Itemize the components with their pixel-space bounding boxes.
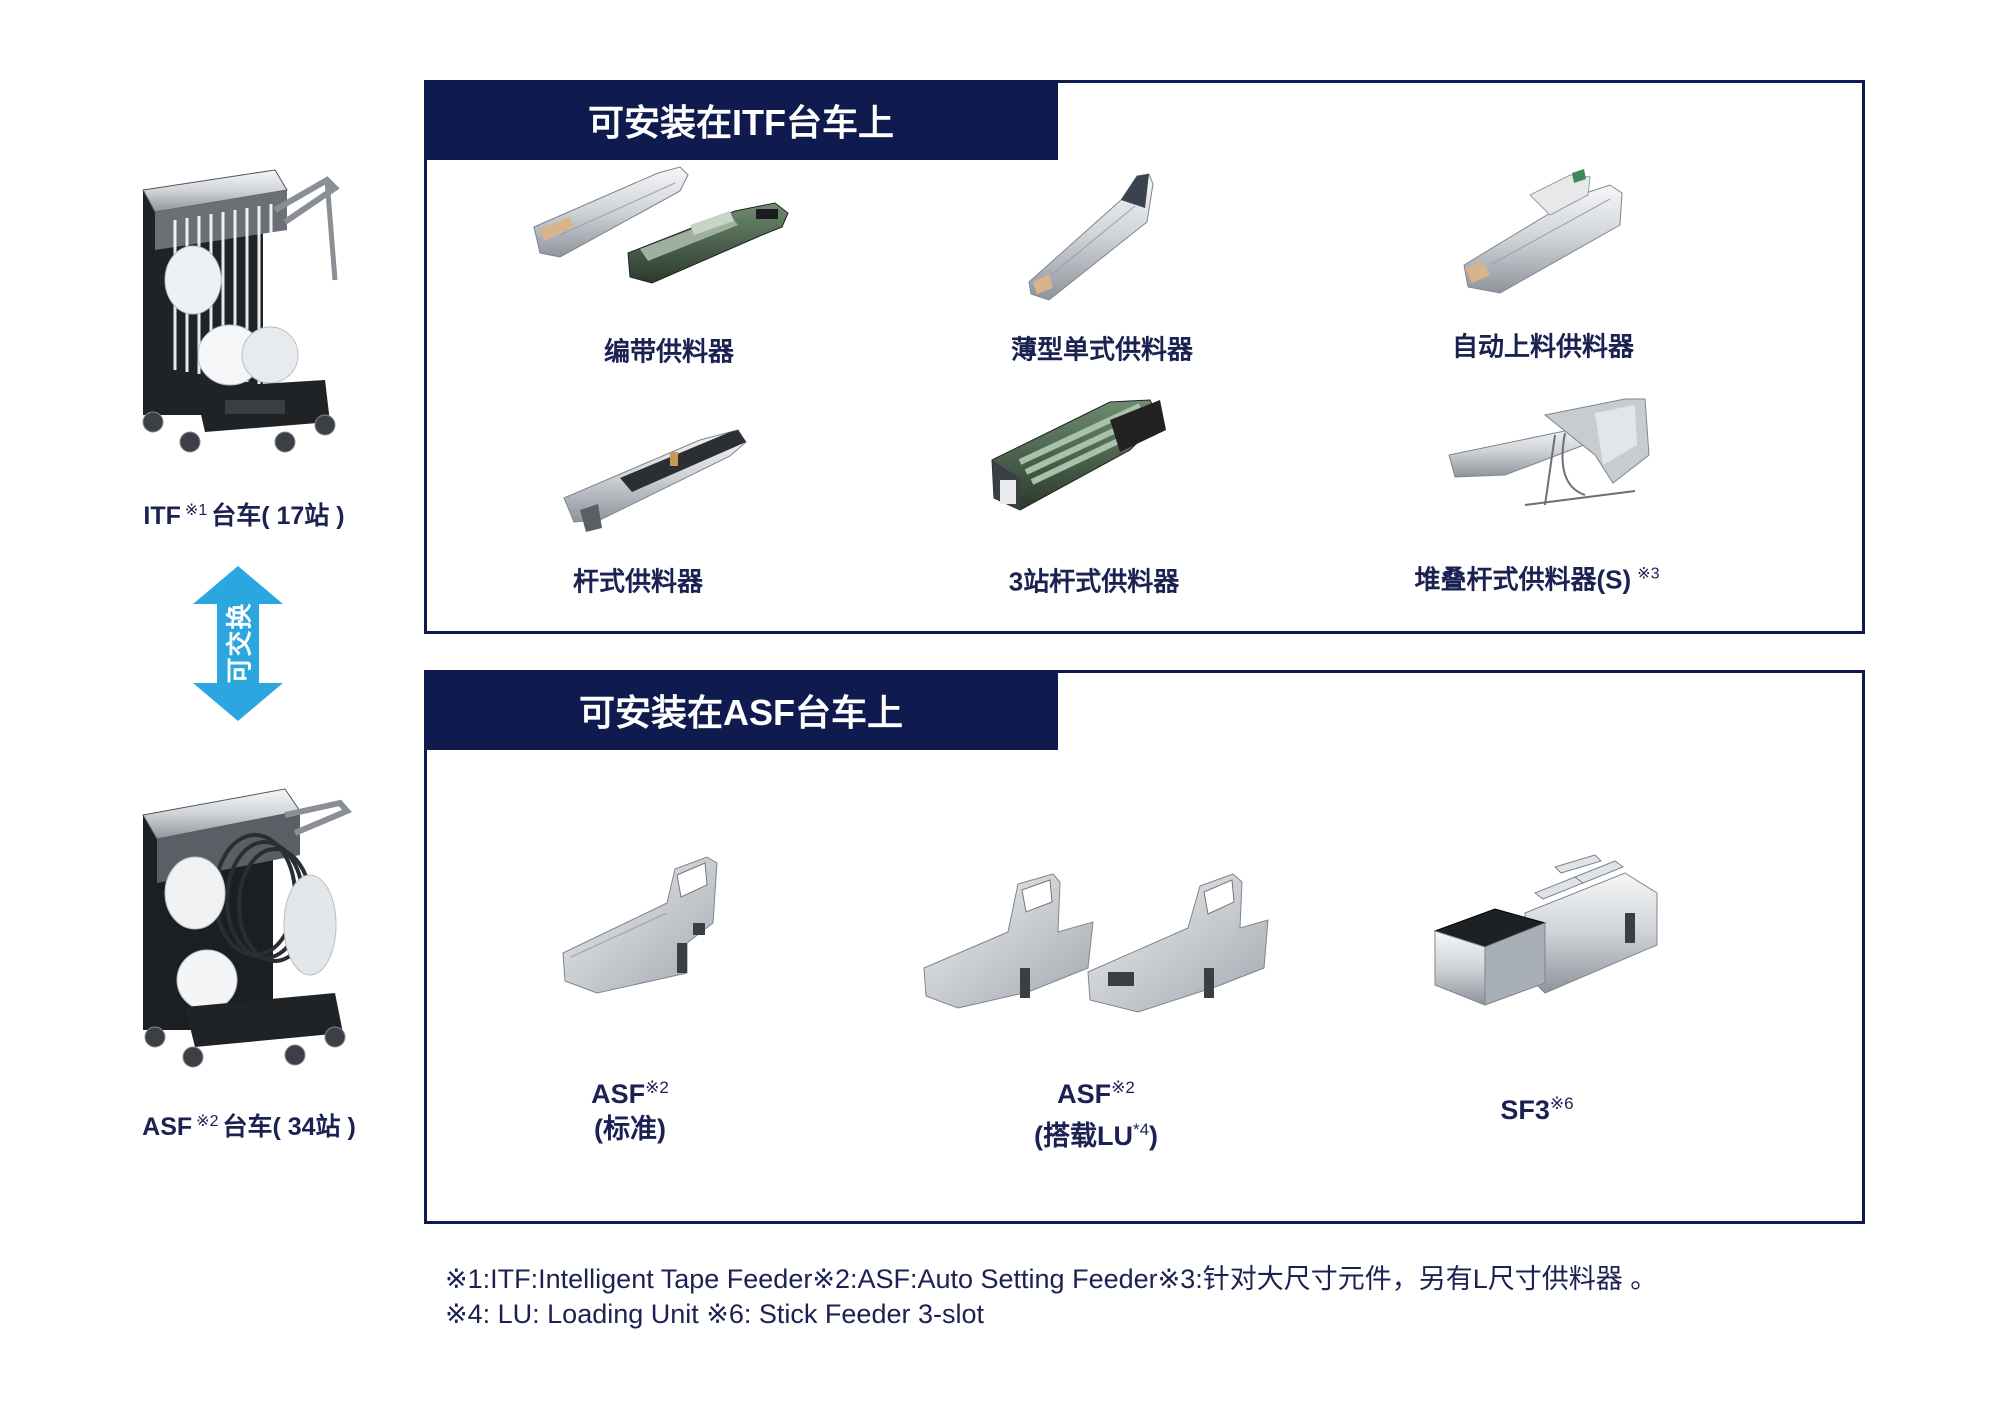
footnote-line-2: ※4: LU: Loading Unit ※6: Stick Feeder 3-… bbox=[445, 1299, 984, 1329]
stacked-stick-feeder-text: 堆叠杆式供料器(S) bbox=[1414, 564, 1632, 595]
dark-feeder bbox=[627, 202, 789, 284]
feeder-right bbox=[1087, 873, 1269, 1013]
thin-single-feeder-text: 薄型单式供料器 bbox=[1010, 334, 1194, 365]
bottom-bin bbox=[195, 380, 330, 432]
itf-cart-suffix: 台车( 17站 ) bbox=[211, 502, 345, 530]
asf-standard-sub: (标准) bbox=[594, 1114, 666, 1144]
auto-load-feeder-text: 自动上料供料器 bbox=[1451, 331, 1635, 362]
asf-lu-feeder-image bbox=[923, 873, 1269, 1013]
thin-single-feeder-image bbox=[1028, 173, 1154, 301]
sf3-feeder-image bbox=[1433, 854, 1658, 1006]
sf3-title: SF3※6 bbox=[1500, 1086, 1573, 1128]
sf3-name: SF3 bbox=[1500, 1095, 1550, 1125]
auto-load-feeder-label: 自动上料供料器 bbox=[1452, 327, 1634, 364]
footnotes: ※1:ITF:Intelligent Tape Feeder※2:ASF:Aut… bbox=[445, 1262, 1657, 1332]
wheels bbox=[144, 1026, 346, 1068]
stacked-stick-feeder-note: ※3 bbox=[1637, 565, 1660, 583]
asf-standard-label: ASF※2 (标准) bbox=[591, 1070, 669, 1147]
stacked-stick-feeder-image bbox=[1448, 398, 1650, 506]
wheels bbox=[142, 411, 336, 453]
cart-frame bbox=[142, 169, 340, 415]
asf-lu-sub-suffix: ) bbox=[1149, 1121, 1159, 1151]
sf3-note: ※6 bbox=[1549, 1094, 1574, 1113]
asf-cart-suffix: 台车( 34站 ) bbox=[222, 1113, 356, 1141]
auto-load-feeder-image bbox=[1463, 169, 1623, 294]
asf-lu-note: ※2 bbox=[1111, 1078, 1135, 1097]
sf3-label: SF3※6 bbox=[1500, 1086, 1573, 1128]
swap-label: 可交换 bbox=[224, 602, 255, 684]
double-arrow-vertical-icon bbox=[193, 566, 283, 721]
itf-section-title: 可安装在ITF台车上 bbox=[424, 80, 1058, 160]
asf-lu-label: ASF※2 (搭载LU*4) bbox=[1034, 1070, 1158, 1154]
bottom-bin bbox=[185, 993, 343, 1047]
silver-feeder bbox=[533, 166, 689, 258]
asf-lu-name: ASF bbox=[1057, 1079, 1112, 1109]
asf-cart-note: ※2 bbox=[196, 1113, 219, 1130]
three-station-stick-feeder-label: 3站杆式供料器 bbox=[1009, 562, 1179, 599]
reels bbox=[164, 856, 337, 1011]
three-station-stick-feeder-image bbox=[991, 399, 1166, 511]
tape-feeder-image bbox=[533, 166, 789, 284]
asf-cart-name: ASF bbox=[142, 1113, 193, 1141]
itf-cart-note: ※1 bbox=[184, 502, 208, 519]
itf-cart-name: ITF bbox=[143, 502, 181, 530]
stick-feeder-label: 杆式供料器 bbox=[573, 562, 703, 599]
stick-feeder-image bbox=[563, 429, 747, 532]
asf-cart-image bbox=[142, 788, 352, 1068]
asf-standard-title: ASF※2 bbox=[591, 1070, 669, 1112]
tape-feeder-label: 编带供料器 bbox=[604, 332, 734, 369]
asf-lu-sub: (搭载LU*4) bbox=[1034, 1112, 1158, 1154]
asf-standard-feeder-image bbox=[562, 856, 718, 994]
three-station-stick-feeder-text: 3站杆式供料器 bbox=[1008, 566, 1180, 597]
asf-lu-sub-prefix: (搭载LU bbox=[1033, 1121, 1133, 1151]
asf-lu-title: ASF※2 bbox=[1034, 1070, 1158, 1112]
reels bbox=[164, 245, 299, 386]
asf-standard-note: ※2 bbox=[645, 1078, 669, 1097]
itf-cart-image bbox=[142, 169, 340, 453]
feeder-left bbox=[923, 873, 1094, 1009]
stick-feeder-text: 杆式供料器 bbox=[572, 566, 704, 597]
thin-single-feeder-label: 薄型单式供料器 bbox=[1011, 330, 1193, 367]
asf-lu-sub-note: *4 bbox=[1132, 1120, 1150, 1139]
footnote-line-1: ※1:ITF:Intelligent Tape Feeder※2:ASF:Aut… bbox=[445, 1264, 1658, 1294]
asf-section-title: 可安装在ASF台车上 bbox=[424, 670, 1058, 750]
tape-feeder-text: 编带供料器 bbox=[603, 336, 735, 367]
asf-standard-name: ASF bbox=[591, 1079, 646, 1109]
stacked-stick-feeder-label: 堆叠杆式供料器(S) ※3 bbox=[1415, 560, 1660, 597]
